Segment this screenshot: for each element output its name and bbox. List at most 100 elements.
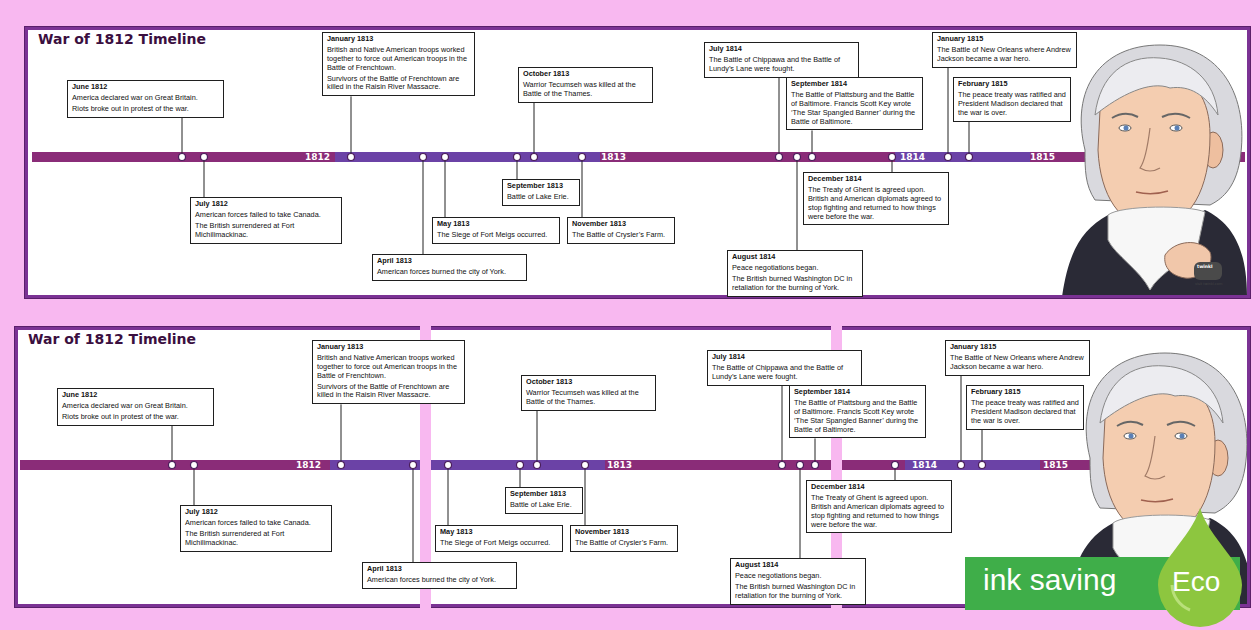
timeline-panel: War of 1812 TimelineJune 1812America dec… — [25, 27, 1250, 298]
timeline-dot — [410, 462, 417, 469]
logo-url: visit twinkl.com — [1195, 282, 1222, 286]
event-box: January 1815The Battle of New Orleans wh… — [932, 32, 1077, 68]
timeline-dot — [582, 462, 589, 469]
event-text: The Battle of New Orleans where Andrew J… — [937, 46, 1072, 64]
event-box: July 1814The Battle of Chippawa and the … — [707, 350, 862, 386]
event-date: June 1812 — [72, 83, 219, 92]
event-box: July 1814The Battle of Chippawa and the … — [704, 42, 859, 78]
timeline-dot — [966, 154, 973, 161]
event-date: October 1813 — [526, 378, 651, 387]
timeline-dot — [445, 462, 452, 469]
logo-text: twinkl — [1197, 264, 1213, 269]
event-text: Peace negotiations began. — [732, 264, 858, 273]
year-label: 1815 — [1030, 152, 1055, 162]
event-text: Riots broke out in protest of the war. — [72, 105, 219, 114]
event-date: July 1814 — [709, 45, 854, 54]
leader-line — [341, 404, 342, 465]
event-text: The British burned Washington DC in reta… — [732, 275, 858, 293]
event-date: February 1815 — [971, 388, 1079, 397]
timeline-dot — [958, 462, 965, 469]
event-box: June 1812America declared war on Great B… — [67, 80, 224, 118]
leader-line — [800, 465, 801, 558]
event-text: Battle of Lake Erie. — [510, 501, 578, 510]
event-box: July 1812American forces failed to take … — [180, 505, 332, 552]
event-box: May 1813The Siege of Fort Meigs occurred… — [435, 525, 563, 552]
event-text: American forces failed to take Canada. — [195, 211, 337, 220]
timeline-dot — [420, 154, 427, 161]
year-label: 1812 — [305, 152, 330, 162]
event-text: America declared war on Great Britain. — [72, 94, 219, 103]
event-box: January 1815The Battle of New Orleans wh… — [945, 340, 1090, 376]
timeline-dot — [892, 462, 899, 469]
year-label: 1814 — [912, 460, 937, 470]
event-text: The British burned Washington DC in reta… — [735, 583, 861, 601]
leader-line — [534, 103, 535, 157]
timeline-dot — [201, 154, 208, 161]
leader-line — [961, 376, 962, 465]
event-text: American forces failed to take Canada. — [185, 519, 327, 528]
event-box: August 1814Peace negotiations began. The … — [727, 250, 863, 297]
event-text: British and Native American troops worke… — [327, 46, 470, 73]
event-text: The British surrendered at Fort Michilim… — [185, 530, 327, 548]
event-date: August 1814 — [735, 561, 861, 570]
event-date: October 1813 — [523, 70, 648, 79]
leader-line — [815, 438, 816, 465]
leader-line — [982, 430, 983, 465]
event-date: December 1814 — [811, 483, 947, 492]
event-date: June 1812 — [62, 391, 209, 400]
event-box: February 1815The peace treaty was ratifi… — [966, 385, 1084, 430]
leader-line — [423, 157, 424, 254]
event-text: Peace negotiations began. — [735, 572, 861, 581]
event-box: April 1813American forces burned the cit… — [372, 254, 527, 281]
event-box: September 1813Battle of Lake Erie. — [502, 179, 580, 206]
leader-line — [413, 465, 414, 562]
timeline-dot — [889, 154, 896, 161]
timeline-dot — [809, 154, 816, 161]
timeline-dot — [514, 154, 521, 161]
event-box: January 1813British and Native American … — [312, 340, 465, 404]
event-date: July 1812 — [195, 200, 337, 209]
leader-line — [204, 157, 205, 197]
event-text: The Battle of Crysler’s Farm. — [572, 231, 670, 240]
event-text: Survivors of the Battle of Frenchtown ar… — [317, 383, 460, 401]
event-box: October 1813Warrior Tecumseh was killed … — [521, 375, 656, 411]
timeline-dot — [797, 462, 804, 469]
timeline-dot — [534, 462, 541, 469]
timeline-dot — [179, 154, 186, 161]
leader-line — [582, 157, 583, 217]
event-text: The Battle of New Orleans where Andrew J… — [950, 354, 1085, 372]
leader-line — [585, 465, 586, 525]
timeline-dot — [169, 462, 176, 469]
leader-line — [779, 78, 780, 157]
timeline-dot — [191, 462, 198, 469]
event-date: July 1812 — [185, 508, 327, 517]
event-date: July 1814 — [712, 353, 857, 362]
leader-line — [448, 465, 449, 525]
year-label: 1812 — [296, 460, 321, 470]
event-date: February 1815 — [958, 80, 1066, 89]
event-text: The Siege of Fort Meigs occurred. — [440, 539, 558, 548]
timeline-dot — [779, 462, 786, 469]
event-box: November 1813The Battle of Crysler’s Far… — [567, 217, 675, 244]
event-text: The Battle of Plattsburg and the Battle … — [791, 91, 918, 127]
event-date: January 1813 — [317, 343, 460, 352]
event-date: December 1814 — [808, 175, 944, 184]
event-date: May 1813 — [437, 220, 555, 229]
timeline-dot — [812, 462, 819, 469]
year-label: 1813 — [607, 460, 632, 470]
event-text: Warrior Tecumseh was killed at the Battl… — [526, 389, 651, 407]
event-date: January 1813 — [327, 35, 470, 44]
event-text: The Battle of Chippawa and the Battle of… — [709, 56, 854, 74]
event-date: April 1813 — [377, 257, 522, 266]
leader-line — [172, 426, 173, 465]
event-box: September 1814The Battle of Plattsburg a… — [786, 77, 923, 130]
year-label: 1815 — [1043, 460, 1068, 470]
event-box: September 1814The Battle of Plattsburg a… — [789, 385, 926, 438]
event-box: August 1814Peace negotiations began. The … — [730, 558, 866, 605]
event-date: September 1814 — [791, 80, 918, 89]
event-box: September 1813Battle of Lake Erie. — [505, 487, 583, 514]
event-date: August 1814 — [732, 253, 858, 262]
event-box: October 1813Warrior Tecumseh was killed … — [518, 67, 653, 103]
leader-line — [537, 411, 538, 465]
event-date: January 1815 — [950, 343, 1085, 352]
